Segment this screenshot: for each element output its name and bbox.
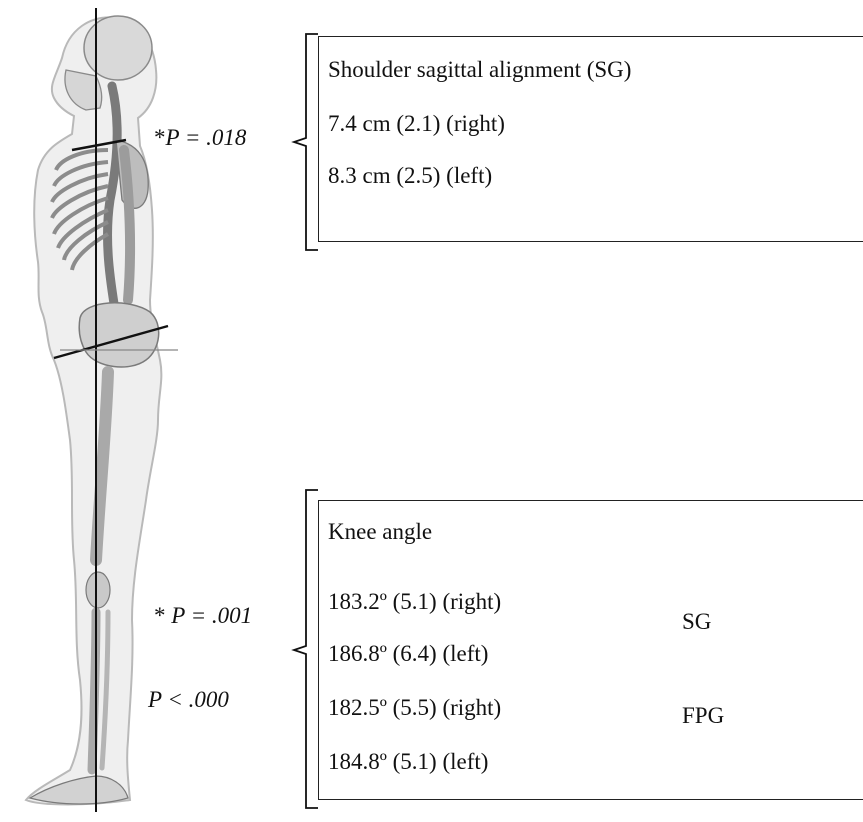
- group-label-sg: SG: [682, 610, 711, 633]
- shoulder-title: Shoulder sagittal alignment (SG): [328, 58, 631, 81]
- shoulder-right-value: 7.4 cm (2.1) (right): [328, 112, 505, 135]
- knee-row-2: 186.8º (6.4) (left): [328, 642, 488, 665]
- shoulder-bracket: [294, 34, 318, 250]
- knee-row-3: 182.5º (5.5) (right): [328, 696, 501, 719]
- knee-row-4: 184.8º (5.1) (left): [328, 750, 488, 773]
- knee-row-1: 183.2º (5.1) (right): [328, 590, 501, 613]
- shoulder-left-value: 8.3 cm (2.5) (left): [328, 164, 492, 187]
- knee-bracket: [294, 490, 318, 808]
- knee-title: Knee angle: [328, 520, 432, 543]
- group-label-fpg: FPG: [682, 704, 724, 727]
